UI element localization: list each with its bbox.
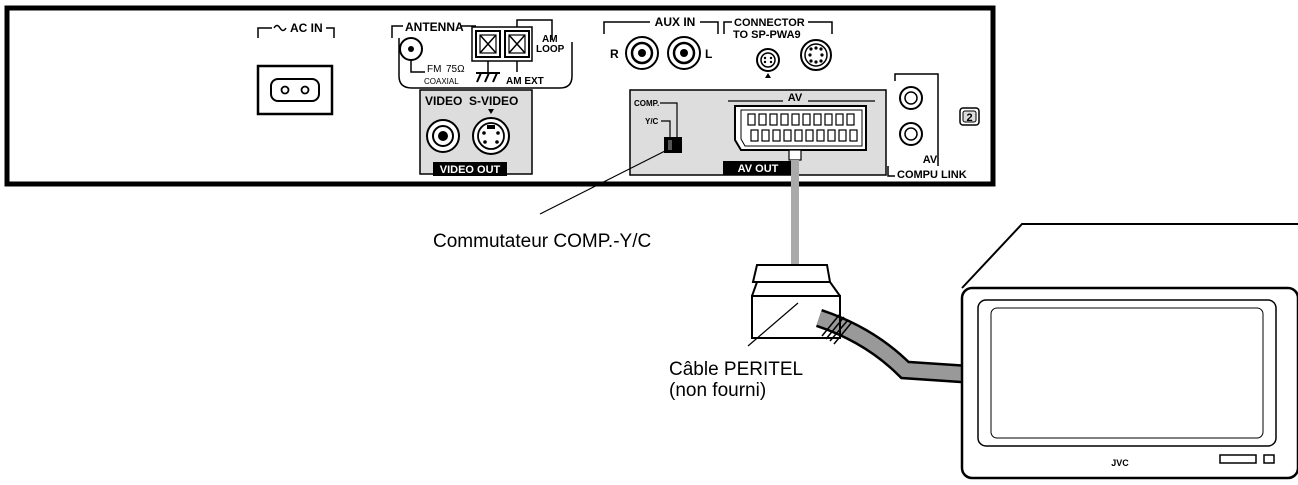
aux-in-section: AUX IN R L	[603, 15, 719, 70]
scart-pin	[849, 129, 858, 142]
connector-label-1: CONNECTOR	[734, 17, 805, 29]
sp-pwa9-connector-small[interactable]	[756, 48, 780, 72]
yc-label: Y/C	[645, 117, 659, 126]
scart-connector[interactable]	[734, 105, 867, 151]
connector-arrow-icon	[765, 73, 771, 78]
am-loop-label-1: AM	[542, 34, 558, 45]
scart-pin	[805, 129, 814, 142]
tv-display-slot	[1219, 454, 1257, 464]
scart-pin	[827, 129, 836, 142]
connector-section: CONNECTOR TO SP-PWA9	[723, 17, 833, 78]
badge-number: 2	[966, 112, 972, 124]
tv-power-button[interactable]	[1263, 454, 1275, 464]
video-out-section: VIDEO S-VIDEO VIDEO OUT	[419, 89, 533, 176]
compu-link-section: AV COMPU LINK 2	[887, 73, 980, 181]
antenna-section: ANTENNA FM 75Ω COAXIAL AM LOOP AM EXT	[391, 19, 573, 89]
scart-pin	[783, 129, 792, 142]
scart-pin	[780, 113, 789, 126]
video-label: VIDEO	[425, 94, 462, 108]
aux-r-label: R	[610, 47, 619, 61]
video-out-jack[interactable]	[426, 119, 460, 153]
fm-label: FM	[427, 64, 441, 75]
comp-label: COMP.	[634, 99, 659, 108]
ac-in-label: AC IN	[290, 21, 323, 35]
scart-pin	[846, 113, 855, 126]
am-ext-label: AM EXT	[506, 76, 544, 87]
switch-leader-line	[539, 149, 668, 215]
ground-icon	[476, 72, 500, 83]
av-out-label: AV OUT	[738, 163, 779, 175]
scart-pin	[769, 113, 778, 126]
video-out-label: VIDEO OUT	[440, 164, 501, 176]
cable-callout-line1: Câble PERITEL	[669, 359, 803, 380]
ac-in-section: AC IN	[256, 21, 335, 116]
aux-in-label: AUX IN	[655, 15, 696, 29]
am-loop-label-2: LOOP	[536, 44, 565, 55]
scart-pin	[747, 113, 756, 126]
scart-pin	[802, 113, 811, 126]
sp-pwa9-connector-large[interactable]	[800, 39, 832, 71]
coaxial-label: COAXIAL	[424, 77, 459, 86]
compu-link-av-label: AV	[923, 154, 938, 166]
scart-pin	[835, 113, 844, 126]
scart-pin	[816, 129, 825, 142]
s-video-arrow-icon	[488, 109, 494, 114]
scart-pin	[794, 129, 803, 142]
antenna-label: ANTENNA	[405, 20, 464, 34]
scart-pin	[758, 113, 767, 126]
scart-pin	[750, 129, 759, 142]
compu-link-jack-1[interactable]	[899, 86, 923, 110]
s-video-out-jack[interactable]	[472, 117, 510, 155]
scart-pin	[791, 113, 800, 126]
switch-callout: Commutateur COMP.-Y/C	[433, 231, 651, 252]
aux-in-l-jack[interactable]	[667, 36, 701, 70]
scart-pin	[838, 129, 847, 142]
compu-link-label: COMPU LINK	[897, 169, 967, 181]
scart-cable	[751, 149, 966, 384]
compu-link-jack-2[interactable]	[899, 122, 923, 146]
ohm-label: 75Ω	[446, 64, 465, 75]
scart-pin	[813, 113, 822, 126]
av-out-section: AV COMP. Y/C AV OUT	[629, 89, 887, 176]
cable-callout-line2: (non fourni)	[669, 380, 766, 401]
tv-brand-logo: JVC	[1111, 458, 1129, 468]
tilde-icon	[273, 24, 287, 32]
aux-in-r-jack[interactable]	[625, 36, 659, 70]
scart-pin	[761, 129, 770, 142]
scart-pin	[824, 113, 833, 126]
connector-label-2: TO SP-PWA9	[733, 29, 801, 41]
av-label: AV	[788, 92, 803, 104]
cable-leader-line	[747, 302, 799, 347]
television: JVC	[960, 223, 1298, 480]
scart-pin	[772, 129, 781, 142]
s-video-label: S-VIDEO	[469, 94, 518, 108]
aux-l-label: L	[705, 47, 712, 61]
